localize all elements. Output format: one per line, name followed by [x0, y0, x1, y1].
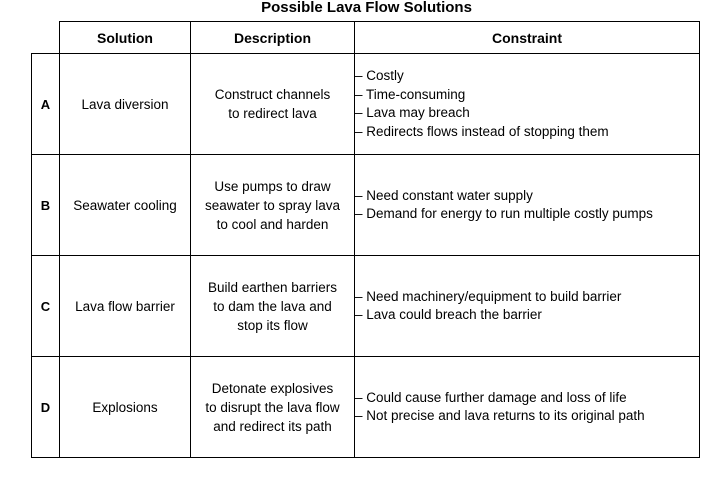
description-line: Detonate explosives [211, 380, 334, 396]
corner-cell [31, 21, 60, 54]
description-line: to dam the lava and [213, 298, 332, 314]
table-row: B Seawater cooling Use pumps to draw sea… [31, 154, 700, 256]
description-line: and redirect its path [213, 418, 332, 434]
header-solution: Solution [59, 21, 191, 54]
table-row: A Lava diversion Construct channels to r… [31, 53, 700, 155]
constraint-line: – Demand for energy to run multiple cost… [355, 206, 653, 221]
row-letter: A [31, 53, 60, 155]
table-title: Possible Lava Flow Solutions [261, 0, 472, 16]
solution-cell: Explosions [59, 356, 191, 458]
description-cell: Detonate explosives to disrupt the lava … [190, 356, 355, 458]
row-letter: C [31, 255, 60, 357]
description-cell: Use pumps to draw seawater to spray lava… [190, 154, 355, 256]
constraint-line: – Need machinery/equipment to build barr… [355, 288, 622, 304]
constraint-line: – Not precise and lava returns to its or… [355, 408, 645, 423]
constraint-line: – Need constant water supply [355, 187, 533, 203]
description-line: stop its flow [237, 317, 308, 333]
constraint-line: – Costly [355, 68, 404, 83]
description-line: Build earthen barriers [207, 279, 338, 295]
table-row: D Explosions Detonate explosives to disr… [31, 356, 700, 458]
constraint-cell: – Need constant water supply – Demand fo… [354, 154, 700, 256]
constraint-line: – Redirects flows instead of stopping th… [355, 123, 609, 139]
solution-cell: Lava diversion [59, 53, 191, 155]
solution-cell: Seawater cooling [59, 154, 191, 256]
description-line: to disrupt the lava flow [205, 399, 340, 415]
row-letter: B [31, 154, 60, 256]
constraint-cell: – Could cause further damage and loss of… [354, 356, 700, 458]
constraint-cell: – Need machinery/equipment to build barr… [354, 255, 700, 357]
constraint-line: – Lava could breach the barrier [355, 307, 542, 322]
description-line: to redirect lava [228, 106, 317, 121]
description-cell: Build earthen barriers to dam the lava a… [190, 255, 355, 357]
constraint-line: – Could cause further damage and loss of… [355, 389, 627, 405]
header-row: Solution Description Constraint [31, 21, 700, 54]
description-line: Use pumps to draw [214, 178, 331, 194]
description-line: Construct channels [214, 87, 331, 102]
table-row: C Lava flow barrier Build earthen barrie… [31, 255, 700, 357]
constraint-line: – Time-consuming [355, 86, 466, 102]
description-cell: Construct channels to redirect lava [190, 53, 355, 155]
solution-cell: Lava flow barrier [59, 255, 191, 357]
constraint-cell: – Costly – Time-consuming – Lava may bre… [354, 53, 700, 155]
description-line: seawater to spray lava [204, 197, 341, 213]
header-description: Description [190, 21, 355, 54]
header-constraint: Constraint [354, 21, 700, 54]
description-line: to cool and harden [216, 216, 329, 232]
lava-solutions-table: Solution Description Constraint A Lava d… [31, 21, 700, 458]
row-letter: D [31, 356, 60, 458]
constraint-line: – Lava may breach [355, 105, 470, 120]
